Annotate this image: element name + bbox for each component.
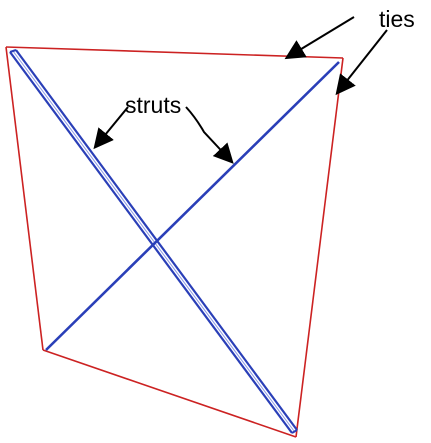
struts-arrow-right <box>185 106 234 164</box>
ties-arrow-right <box>335 29 388 96</box>
strut-diagonal-secondary <box>45 61 340 351</box>
struts <box>9 49 340 434</box>
tie-bottom <box>42 349 297 438</box>
ties-label: ties <box>379 6 415 32</box>
struts-label: struts <box>125 92 181 118</box>
annotation-arrows <box>93 16 388 164</box>
tie-left <box>5 46 44 351</box>
ties-arrow-top <box>284 16 355 60</box>
tie-right <box>295 57 344 438</box>
tie-top <box>5 46 344 59</box>
struts-arrow-left <box>93 106 129 150</box>
